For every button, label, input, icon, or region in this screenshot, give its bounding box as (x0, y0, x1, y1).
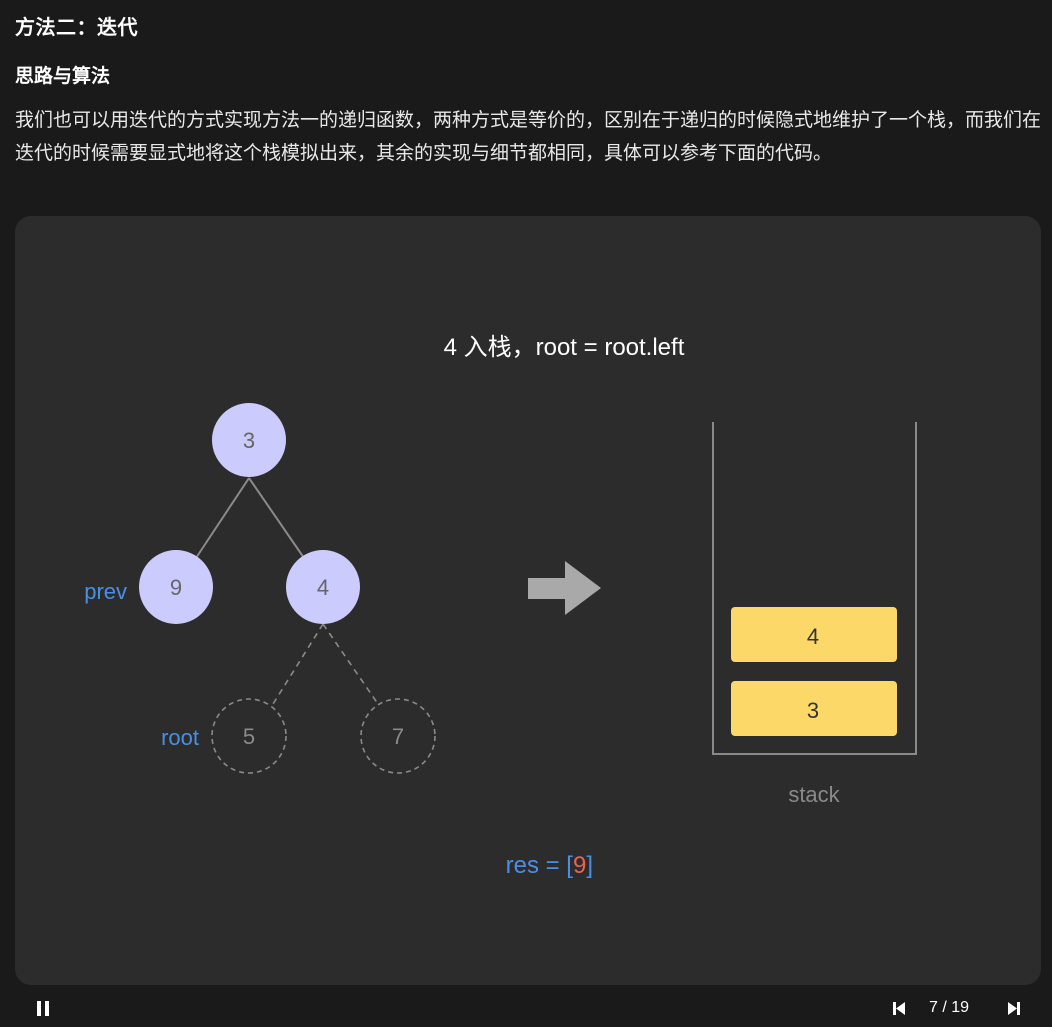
tree-node-5: 5 (211, 698, 287, 774)
result-expression: res = [9] (506, 852, 593, 879)
node-value: 7 (392, 724, 404, 749)
subsection-heading: 思路与算法 (15, 65, 111, 87)
slide-canvas: 4 入栈，root = root.left 3 9 4 5 7 prev ro (84, 334, 917, 879)
stack-item-top: 4 (731, 607, 897, 662)
edge-3-9 (195, 477, 250, 559)
stack-item-bottom: 3 (731, 681, 897, 736)
pause-button[interactable] (29, 989, 57, 1027)
node-value: 9 (170, 575, 182, 600)
root-pointer-label: root (161, 725, 199, 750)
edge-3-4 (248, 477, 305, 559)
player-controls: 7 / 19 (15, 989, 1041, 1027)
step-counter: 7 / 19 (929, 999, 970, 1016)
tree-node-4: 4 (286, 550, 360, 624)
res-prefix: res = [ (506, 852, 574, 879)
pause-icon (37, 1001, 49, 1016)
edge-4-7 (322, 623, 379, 705)
node-value: 4 (317, 575, 329, 600)
right-arrow-icon (528, 561, 601, 615)
skip-previous-icon (893, 1002, 905, 1015)
stack-label: stack (788, 782, 840, 807)
node-value: 5 (243, 724, 255, 749)
stack-container (712, 422, 917, 755)
tree-node-9: 9 (139, 550, 213, 624)
edge-4-5 (272, 623, 324, 705)
stack-item-value: 3 (807, 698, 819, 723)
res-suffix: ] (586, 852, 593, 879)
slide-caption: 4 入栈，root = root.left (444, 334, 685, 361)
tree-node-7: 7 (360, 698, 436, 774)
res-value: 9 (573, 852, 586, 879)
animation-slide: 4 入栈，root = root.left 3 9 4 5 7 prev ro (15, 216, 1041, 985)
node-value: 3 (243, 428, 255, 453)
next-step-button[interactable] (1000, 989, 1028, 1027)
description-paragraph: 我们也可以用迭代的方式实现方法一的递归函数，两种方式是等价的，区别在于递归的时候… (15, 109, 1042, 164)
prev-pointer-label: prev (84, 579, 127, 604)
section-heading: 方法二：迭代 (15, 15, 138, 39)
skip-next-icon (1008, 1002, 1020, 1015)
tree-node-3: 3 (212, 403, 286, 477)
stack-item-value: 4 (807, 624, 819, 649)
previous-step-button[interactable] (885, 989, 913, 1027)
